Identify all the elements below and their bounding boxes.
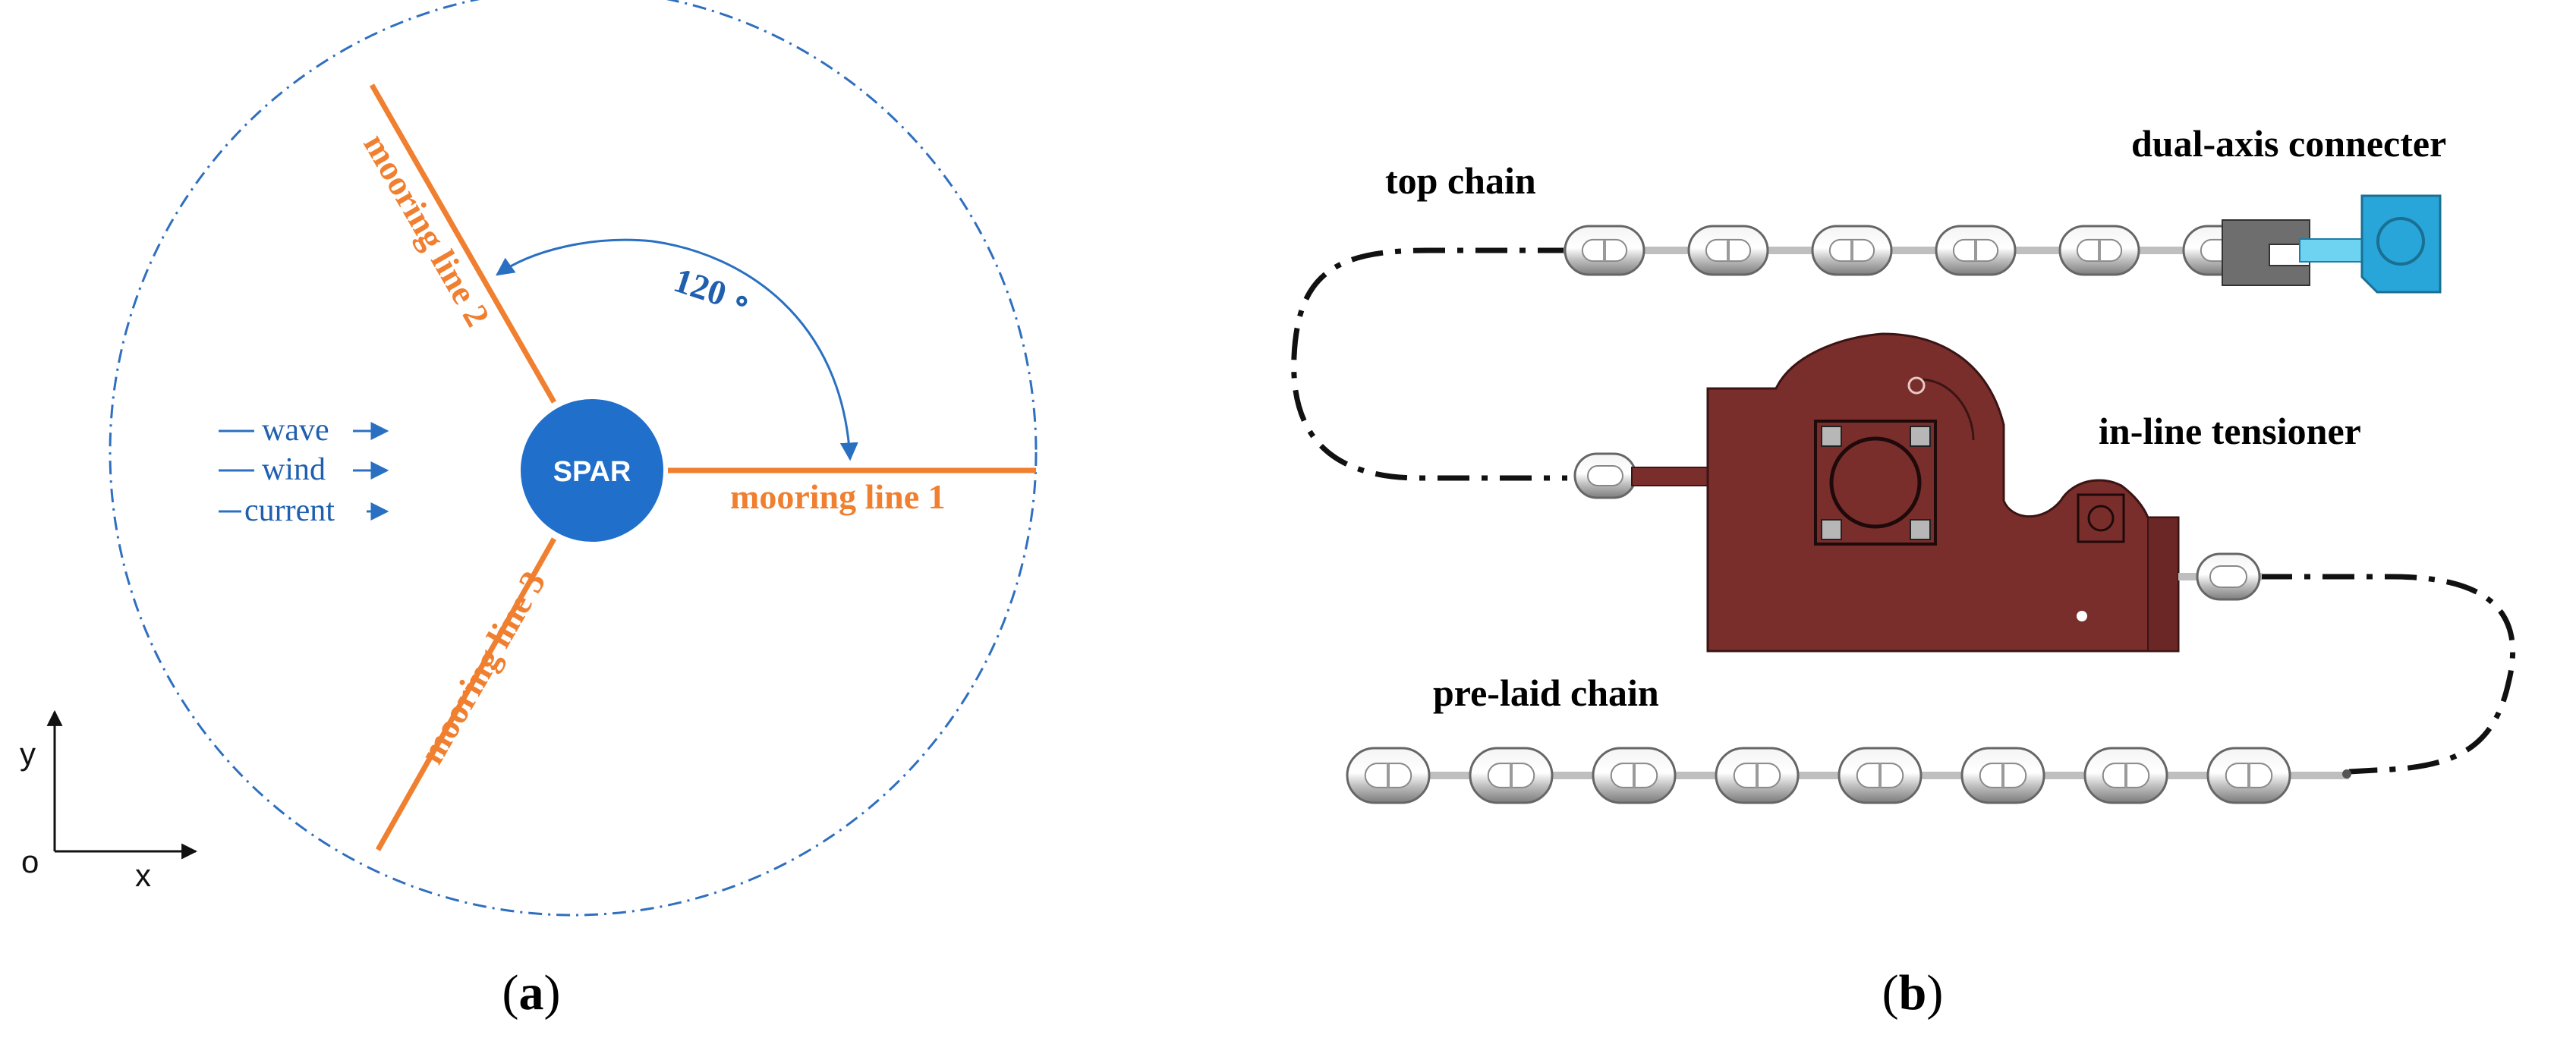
tensioner-right-link: [2178, 552, 2262, 601]
caption-b: (b): [1882, 965, 1944, 1021]
caption-a-open: (: [502, 965, 519, 1021]
chain-link: [1811, 225, 1893, 276]
chain-link: [1960, 747, 2045, 804]
top-chain: [1564, 225, 2264, 276]
mooring-line-1-label: mooring line 1: [730, 477, 946, 516]
mooring-line-3: [375, 537, 557, 851]
top-chain-links: [1564, 225, 2264, 276]
tensioner-top-pin: [1907, 376, 1926, 395]
tensioner-hole: [2077, 611, 2087, 621]
tensioner-body: [1706, 332, 2180, 653]
caption-a-close: ): [544, 965, 561, 1021]
chain-link: [1715, 747, 1800, 804]
caption-a: (a): [502, 965, 561, 1021]
in-line-tensioner: [1706, 332, 2180, 653]
chain-link: [1592, 747, 1677, 804]
wave-label-bg: [254, 413, 353, 446]
tensioner-label: in-line tensioner: [2099, 410, 2361, 452]
current-label-bg: [241, 493, 367, 527]
chain-link: [2206, 747, 2291, 804]
caption-b-close: ): [1926, 965, 1943, 1021]
tensioner-left-link: [1573, 452, 1708, 499]
connector-label: dual-axis connecter: [2131, 122, 2446, 165]
top-cable: [1291, 247, 1570, 481]
origin-label: o: [21, 844, 39, 879]
tensioner-end-block: [2147, 517, 2179, 652]
spar-label: SPAR: [553, 456, 631, 488]
wave-label: wave: [262, 413, 329, 448]
boundary-circle: [109, 0, 1038, 917]
connector-eye: [2376, 217, 2425, 266]
tensioner-bolts: [1821, 426, 1931, 540]
tensioner-small-drum: [2087, 505, 2115, 532]
env-legend: wave wind current: [219, 413, 389, 528]
connector-blue-body: [2360, 194, 2442, 294]
top-chain-label: top chain: [1385, 159, 1536, 202]
coordinate-axes: y x o: [20, 709, 198, 893]
tensioner-drum: [1829, 436, 1922, 529]
wind-label: wind: [262, 452, 326, 487]
caption-b-open: (: [1882, 965, 1899, 1021]
angle-arc: [496, 238, 858, 461]
bottom-cable: [2260, 574, 2516, 775]
chain-link: [1469, 747, 1554, 804]
chain-link: [1687, 225, 1769, 276]
pre-laid-chain: [1346, 747, 2351, 804]
tensioner-arc-detail: [1919, 378, 1975, 441]
caption-a-letter: a: [519, 965, 544, 1021]
chain-link: [1346, 747, 1431, 804]
chain-link: [1838, 747, 1923, 804]
chain-link: [2058, 225, 2140, 276]
panel-b: top chain dual-axis connecter in-line te…: [1291, 122, 2516, 1021]
x-axis-label: x: [135, 857, 151, 893]
y-axis-label: y: [20, 736, 36, 772]
pre-laid-chain-links: [1346, 747, 2291, 804]
mooring-line-2: [369, 83, 557, 404]
chain-link: [1935, 225, 2017, 276]
mooring-line-2-label: mooring line 2: [356, 127, 497, 333]
pre-laid-end: [2342, 769, 2351, 778]
chain-link: [2083, 747, 2168, 804]
wind-label-bg: [254, 452, 353, 486]
angle-label: 120 ∘: [669, 260, 757, 322]
pre-laid-chain-label: pre-laid chain: [1433, 672, 1659, 714]
chain-link: [1564, 225, 1645, 276]
dual-axis-connector: [2222, 194, 2442, 294]
current-label: current: [244, 493, 335, 528]
mooring-line-3-label: mooring line 3: [411, 565, 553, 770]
panel-a: SPAR 120 ∘ mooring line 1 mooring line 2…: [20, 0, 1038, 1021]
tensioner-small-plate: [2077, 493, 2125, 543]
tensioner-mount-plate: [1814, 420, 1937, 546]
caption-b-letter: b: [1899, 965, 1927, 1021]
